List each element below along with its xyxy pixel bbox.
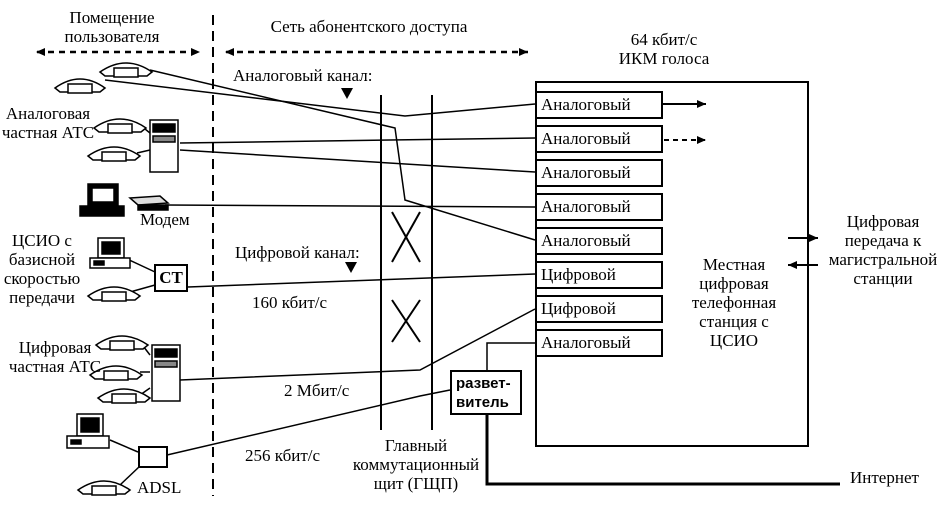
port-analog-6: Аналоговый bbox=[535, 329, 663, 357]
cross-connect-1b bbox=[391, 211, 421, 263]
port-digital-1: Цифровой bbox=[535, 261, 663, 289]
modem-label: Модем bbox=[140, 210, 190, 229]
pcm-voice-label: ИКМ голоса bbox=[618, 49, 710, 68]
phone-icon bbox=[98, 62, 154, 78]
rate-160-label: 160 кбит/с bbox=[252, 293, 328, 312]
adsl-terminal-icon bbox=[66, 413, 110, 449]
digital-channel-pointer bbox=[345, 262, 357, 273]
port-analog-4: Аналоговый bbox=[535, 193, 663, 221]
line-pbx-1 bbox=[179, 137, 536, 144]
isdn-terminal-icon bbox=[89, 237, 131, 269]
analog-pbx-icon bbox=[149, 119, 179, 173]
line-modem bbox=[164, 204, 536, 208]
rate-2m-label: 2 Мбит/с bbox=[284, 381, 350, 400]
port-digital-2: Цифровой bbox=[535, 295, 663, 323]
nt-box: СТ bbox=[154, 264, 188, 292]
port-analog-2: Аналоговый bbox=[535, 125, 663, 153]
port-analog-3: Аналоговый bbox=[535, 159, 663, 187]
splitter-box: развет-витель bbox=[450, 370, 522, 415]
adsl-modem-box bbox=[138, 446, 168, 468]
digital-channel-label: Цифровой канал: bbox=[235, 243, 360, 262]
phone-icon bbox=[92, 118, 148, 134]
computer-icon bbox=[79, 183, 125, 217]
line-phone1 bbox=[104, 79, 536, 117]
pcm-rate-label: 64 кбит/с bbox=[630, 30, 698, 49]
port-analog-5: Аналоговый bbox=[535, 227, 663, 255]
modem-icon bbox=[128, 195, 170, 211]
internet-label: Интернет bbox=[850, 468, 919, 487]
phone-icon bbox=[76, 480, 132, 496]
analog-channel-pointer bbox=[341, 88, 353, 99]
line-splitter-internet bbox=[485, 413, 840, 486]
line-phone2 bbox=[149, 69, 536, 241]
access-network-label: Сеть абонентского доступа bbox=[270, 17, 468, 36]
adsl-label: ADSL bbox=[137, 478, 182, 497]
digital-pbx-icon bbox=[151, 344, 181, 402]
line-isdn bbox=[187, 273, 536, 288]
phone-icon bbox=[53, 78, 107, 94]
analog-channel-label: Аналоговый канал: bbox=[233, 66, 373, 85]
phone-icon bbox=[88, 365, 144, 381]
line-digital-pbx bbox=[179, 308, 536, 381]
rate-256-label: 256 кбит/с bbox=[245, 446, 321, 465]
line-splitter-exchange bbox=[486, 342, 535, 380]
phone-icon bbox=[86, 146, 142, 162]
port-analog-1: Аналоговый bbox=[535, 91, 663, 119]
phone-icon bbox=[86, 286, 142, 302]
line-pbx-2 bbox=[179, 149, 536, 173]
phone-icon bbox=[94, 335, 150, 351]
cross-connect-2b bbox=[391, 299, 421, 343]
phone-icon bbox=[96, 388, 152, 404]
line-adsl bbox=[166, 389, 451, 456]
